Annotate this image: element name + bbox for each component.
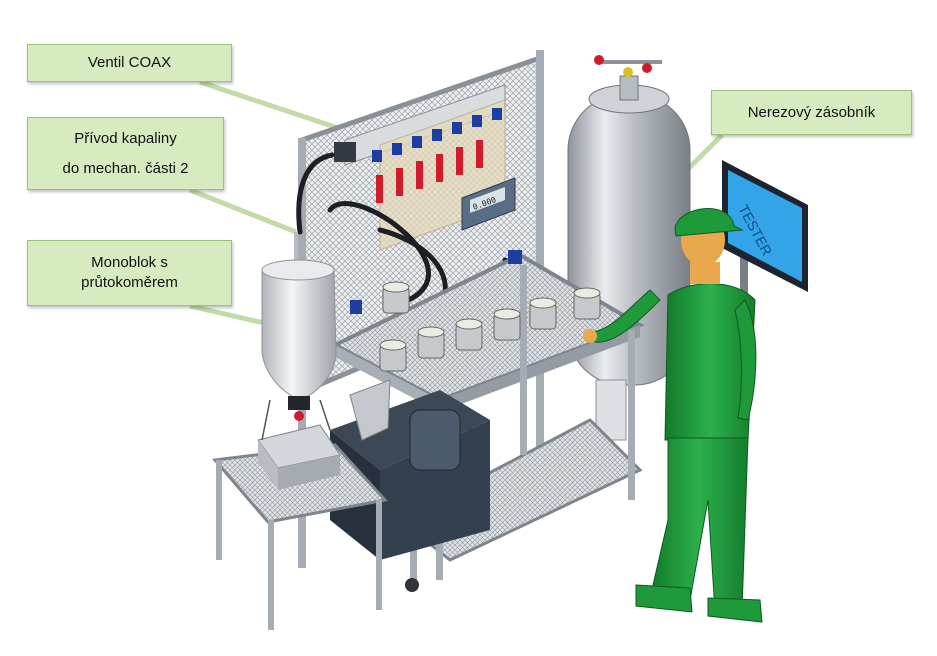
worker-figure <box>583 208 763 623</box>
callout-liquid-supply: Přívod kapaliny do mechan. části 2 <box>27 117 224 190</box>
callout-text: do mechan. části 2 <box>62 159 189 177</box>
callout-text: Monoblok s <box>91 254 168 271</box>
callout-text: Nerezový zásobník <box>747 103 876 121</box>
callout-text: Přívod kapaliny <box>74 129 177 147</box>
callout-text: průtokoměrem <box>81 274 178 291</box>
flow-display: 0.000 <box>461 177 516 231</box>
funnel-stand <box>212 232 388 630</box>
monoblock-flowmeters <box>350 250 601 372</box>
callout-ventil-coax: Ventil COAX <box>27 44 232 82</box>
callout-text: Ventil COAX <box>87 54 172 71</box>
valve-row <box>372 108 502 203</box>
coax-valve-body <box>334 142 356 162</box>
callout-stainless-tank: Nerezový zásobník <box>711 90 912 135</box>
callout-monoblock: Monoblok s průtokoměrem <box>27 240 232 306</box>
